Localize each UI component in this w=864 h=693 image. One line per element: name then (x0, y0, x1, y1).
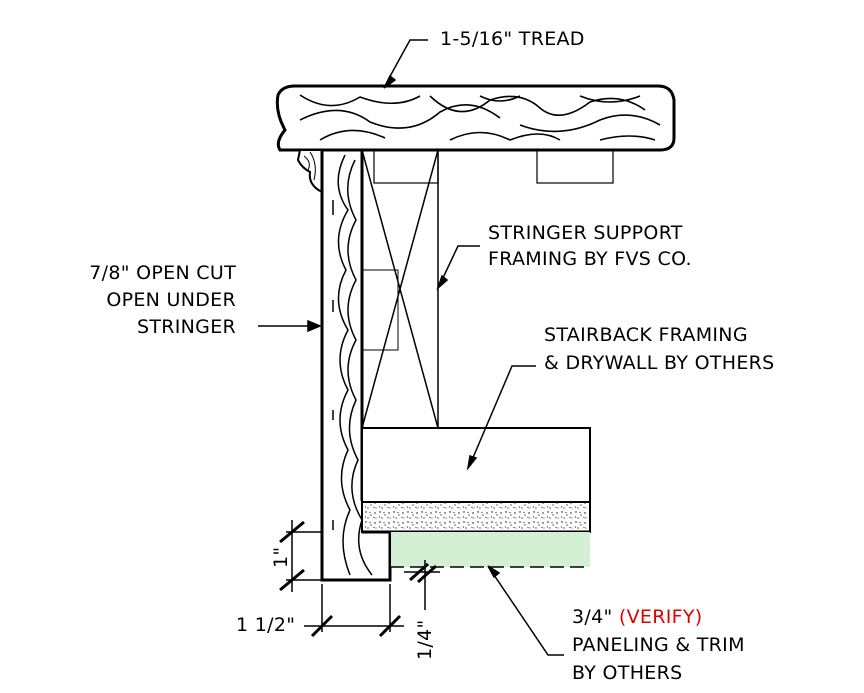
dim-quarter: 1/4" (414, 619, 436, 660)
open-cut-label-line1: 7/8" OPEN CUT (89, 262, 236, 284)
dim-one-inch: 1" (270, 546, 292, 568)
open-cut-label-line3: STRINGER (136, 316, 236, 338)
stairback-label-line2: & DRYWALL BY OTHERS (544, 352, 775, 374)
tread-cleat (536, 149, 614, 184)
paneling-label-line1: 3/4" (VERIFY) (572, 604, 702, 630)
stairback-label-line1: STAIRBACK FRAMING (544, 324, 748, 346)
tread-label: 1-5/16" TREAD (440, 28, 585, 50)
stringer-support-framing (361, 149, 439, 429)
paneling-label-line2: PANELING & TRIM (572, 634, 745, 656)
stairback-framing (361, 427, 591, 534)
framing-block (373, 149, 439, 184)
paneling (389, 532, 590, 568)
dim-one-and-half: 1 1/2" (236, 614, 296, 636)
paneling-label-line3: BY OTHERS (572, 662, 683, 684)
open-cut-label-line2: OPEN UNDER (106, 289, 236, 311)
paneling-dimension: 3/4" (572, 606, 613, 628)
leaders (258, 39, 564, 656)
dimension-lines (279, 520, 440, 638)
cove-moulding (296, 149, 323, 194)
tread (275, 84, 676, 152)
stringer-support-label-line1: STRINGER SUPPORT (488, 222, 683, 244)
stringer-support-label-line2: FRAMING BY FVS CO. (488, 248, 692, 270)
verify-note: (VERIFY) (618, 606, 703, 628)
